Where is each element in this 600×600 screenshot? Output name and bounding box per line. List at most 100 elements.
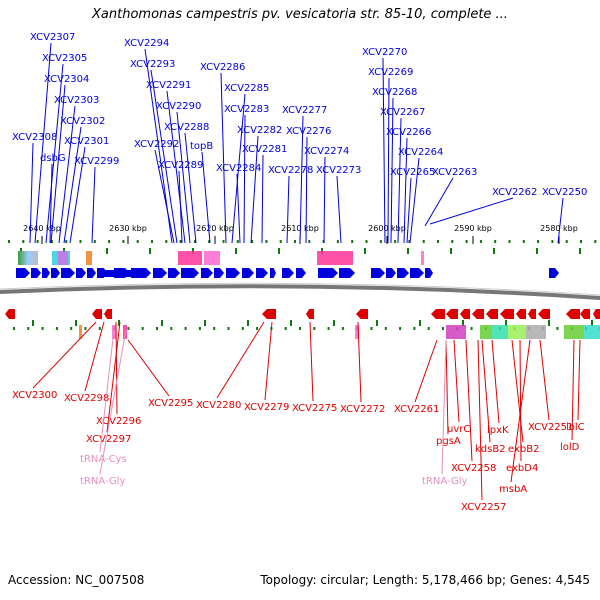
feature-block-top[interactable] [421,251,424,265]
reverse-gene-arrow[interactable] [538,309,550,319]
feature-block-bottom[interactable] [446,325,466,339]
reverse-gene-arrow[interactable] [92,309,102,319]
forward-gene-label[interactable]: XCV2289 [158,160,203,171]
feature-block-bottom[interactable] [526,325,546,339]
forward-gene-label[interactable]: XCV2291 [146,80,191,91]
reverse-gene-label[interactable]: XCV2300 [12,390,57,401]
reverse-gene-arrow[interactable] [356,309,368,319]
reverse-gene-label[interactable]: XCV2298 [64,393,109,404]
forward-gene-label[interactable]: XCV2281 [242,144,287,155]
forward-gene-label[interactable]: XCV2250 [542,187,587,198]
forward-gene-arrow[interactable] [153,268,167,278]
reverse-gene-label[interactable]: XCV2251 [528,422,573,433]
forward-gene-arrow[interactable] [318,268,338,278]
forward-gene-label[interactable]: XCV2274 [304,146,349,157]
feature-block-top[interactable] [317,251,353,265]
forward-gene-label[interactable]: XCV2294 [124,38,169,49]
forward-gene-label[interactable]: XCV2304 [44,74,89,85]
reverse-gene-label[interactable]: XCV2295 [148,398,193,409]
reverse-gene-label[interactable]: lolD [560,442,580,453]
reverse-gene-arrow[interactable] [516,309,526,319]
forward-gene-arrow[interactable] [296,268,306,278]
forward-gene-label[interactable]: dsbG [40,153,66,164]
forward-gene-label[interactable]: XCV2307 [30,32,75,43]
reverse-gene-arrow[interactable] [593,309,600,319]
forward-gene-label[interactable]: topB [190,141,213,152]
forward-gene-label[interactable]: XCV2268 [372,87,417,98]
forward-gene-label[interactable]: XCV2302 [60,116,105,127]
feature-block-top[interactable] [178,251,202,265]
feature-block-bottom[interactable] [79,325,82,339]
forward-gene-label[interactable]: XCV2263 [432,167,477,178]
forward-gene-label[interactable]: XCV2266 [386,127,431,138]
forward-gene-label[interactable]: XCV2273 [316,165,361,176]
forward-gene-arrow[interactable] [282,268,294,278]
feature-block-top[interactable] [204,251,220,265]
reverse-gene-label[interactable]: XCV2296 [96,416,141,427]
reverse-gene-arrow[interactable] [306,309,314,319]
forward-gene-label[interactable]: XCV2308 [12,132,57,143]
forward-gene-label[interactable]: XCV2301 [64,136,109,147]
forward-gene-label[interactable]: XCV2270 [362,47,407,58]
reverse-gene-label[interactable]: XCV2261 [394,404,439,415]
forward-gene-label[interactable]: XCV2303 [54,95,99,106]
reverse-gene-label[interactable]: msbA [499,484,527,495]
reverse-gene-label[interactable]: XCV2275 [292,403,337,414]
reverse-gene-arrow[interactable] [460,309,470,319]
forward-gene-arrow[interactable] [397,268,409,278]
reverse-gene-arrow[interactable] [528,309,536,319]
forward-gene-arrow[interactable] [131,268,151,278]
feature-block-top[interactable] [86,251,92,265]
feature-block-bottom[interactable] [584,325,600,339]
feature-block-bottom[interactable] [480,325,492,339]
forward-gene-arrow[interactable] [270,268,276,278]
reverse-gene-arrow[interactable] [500,309,514,319]
reverse-gene-label[interactable]: exbB2 [508,444,539,455]
forward-gene-arrow[interactable] [51,268,60,278]
reverse-gene-label[interactable]: XCV2257 [461,502,506,513]
forward-gene-arrow[interactable] [87,268,96,278]
forward-gene-label[interactable]: XCV2285 [224,83,269,94]
forward-gene-arrow[interactable] [114,268,130,278]
forward-gene-label[interactable]: XCV2264 [398,147,443,158]
forward-gene-label[interactable]: XCV2262 [492,187,537,198]
reverse-gene-label[interactable]: lolC [566,422,585,433]
forward-gene-arrow[interactable] [61,268,75,278]
feature-block-bottom[interactable] [123,325,127,339]
forward-gene-label[interactable]: XCV2276 [286,126,331,137]
forward-gene-arrow[interactable] [31,268,41,278]
forward-gene-label[interactable]: XCV2282 [237,125,282,136]
forward-gene-arrow[interactable] [242,268,254,278]
forward-gene-label[interactable]: XCV2292 [134,139,179,150]
forward-gene-label[interactable]: XCV2265 [390,167,435,178]
reverse-gene-label[interactable]: exbD4 [506,463,538,474]
forward-gene-arrow[interactable] [181,268,199,278]
forward-gene-arrow[interactable] [168,268,180,278]
forward-gene-label[interactable]: XCV2299 [74,156,119,167]
reverse-gene-arrow[interactable] [446,309,458,319]
reverse-gene-label[interactable]: pgsA [436,436,461,447]
forward-gene-arrow[interactable] [549,268,559,278]
reverse-gene-label[interactable]: XCV2280 [196,400,241,411]
rna-gene-label[interactable]: tRNA-Gly [80,476,125,487]
forward-gene-arrow[interactable] [386,268,396,278]
forward-gene-arrow[interactable] [42,268,50,278]
rna-gene-label[interactable]: tRNA-Cys [80,454,127,465]
forward-gene-label[interactable]: XCV2290 [156,101,201,112]
rna-gene-label[interactable]: tRNA-Gly [422,476,467,487]
forward-gene-arrow[interactable] [201,268,213,278]
forward-gene-label[interactable]: XCV2269 [368,67,413,78]
forward-gene-label[interactable]: XCV2278 [268,165,313,176]
reverse-gene-arrow[interactable] [580,309,590,319]
feature-block-bottom[interactable] [355,325,359,339]
reverse-gene-label[interactable]: XCV2258 [451,463,496,474]
forward-gene-arrow[interactable] [339,268,355,278]
reverse-gene-label[interactable]: uvrC [447,424,470,435]
forward-gene-label[interactable]: XCV2288 [164,122,209,133]
feature-block-bottom[interactable] [508,325,526,339]
forward-gene-label[interactable]: XCV2283 [224,104,269,115]
feature-block-top[interactable] [58,251,68,265]
reverse-gene-label[interactable]: XCV2279 [244,402,289,413]
forward-gene-arrow[interactable] [256,268,268,278]
